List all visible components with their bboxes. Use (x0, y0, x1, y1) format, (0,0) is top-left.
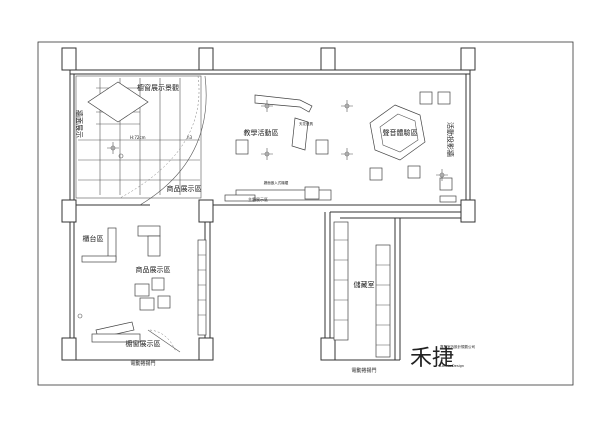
door-label-left: 電動捲揚門 (130, 360, 155, 367)
showcase-grid (75, 75, 207, 206)
label-storage: 儲藏室 (354, 280, 375, 289)
sound-area-hexagon (369, 91, 457, 203)
wall-sign-note: 主牆展示區 (248, 196, 268, 202)
shelving (197, 221, 391, 358)
company-logo: 禾捷 專業室內設計規劃公司 Lohrin Design (410, 344, 475, 371)
structural-columns (61, 47, 476, 361)
label-area-showcase: 櫥窗展示景觀 (137, 83, 179, 92)
logo-tagline: 專業室內設計規劃公司 (440, 344, 475, 349)
lower-left-furniture (81, 225, 181, 353)
label-wall-display: 牆面展示 (75, 110, 84, 138)
label-sound: 聲音體驗區 (383, 128, 418, 137)
logo-brand: 禾捷 (410, 346, 454, 371)
label-counter: 櫃台區 (83, 234, 104, 243)
label-goods-1: 商品展示區 (167, 184, 202, 193)
door-label-right: 電動捲揚門 (351, 367, 376, 374)
drawing-frame (37, 41, 574, 386)
teaching-furniture (224, 94, 332, 202)
label-goods-3: 櫥窗展示區 (126, 339, 161, 348)
ceiling-lights (77, 100, 448, 319)
height-mark: h3 (187, 135, 193, 140)
cabinet-note: 牆面嵌入式機櫃 (264, 180, 289, 185)
label-video-wall: 活動投影牆 (446, 122, 455, 157)
logo-english: Lohrin Design (440, 364, 464, 368)
dimension-note: H:72cm (130, 135, 146, 140)
label-goods-2: 商品展示區 (136, 265, 171, 274)
label-teaching: 教學活動區 (244, 128, 279, 137)
ceiling-note: 天花燈具 (299, 121, 313, 126)
